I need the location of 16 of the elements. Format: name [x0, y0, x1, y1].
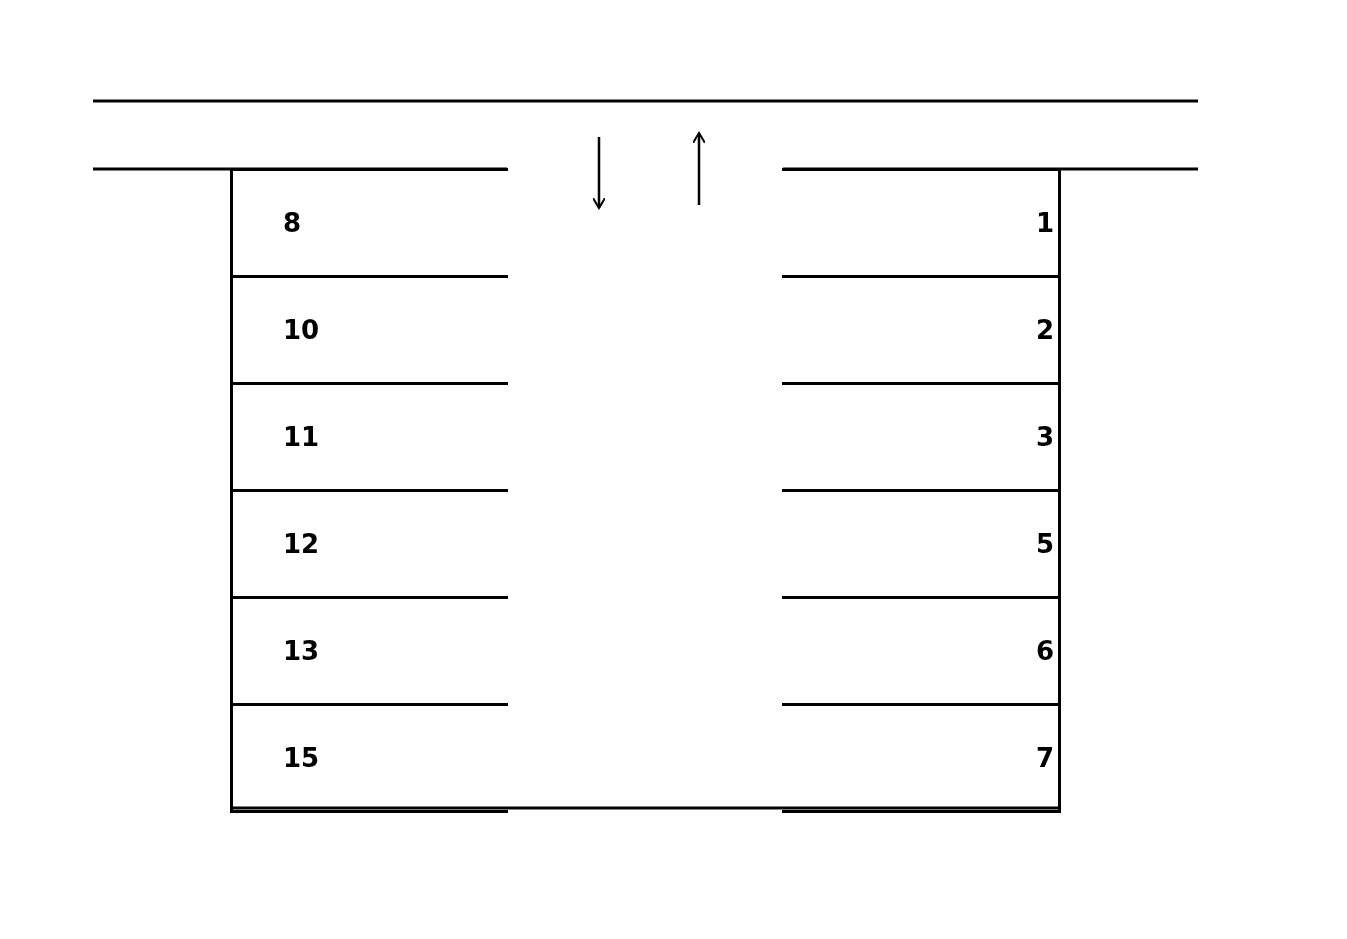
stall-number: 2: [1035, 315, 1054, 345]
parking-stall: [782, 168, 1061, 278]
stall-number: 15: [283, 743, 320, 773]
parking-stall: [782, 703, 1061, 813]
parking-stall: [230, 703, 508, 813]
stall-number: 10: [283, 315, 320, 345]
stall-number: 6: [1035, 636, 1054, 666]
stall-number: 5: [1035, 529, 1054, 559]
stall-number: 8: [283, 208, 302, 238]
stall-number: 3: [1035, 422, 1054, 452]
stall-number: 13: [283, 636, 320, 666]
stall-number: 12: [283, 529, 320, 559]
stall-number: 7: [1035, 743, 1054, 773]
stall-number: 11: [283, 422, 320, 452]
stall-number: 1: [1035, 208, 1054, 238]
parking-stall: [230, 168, 508, 278]
